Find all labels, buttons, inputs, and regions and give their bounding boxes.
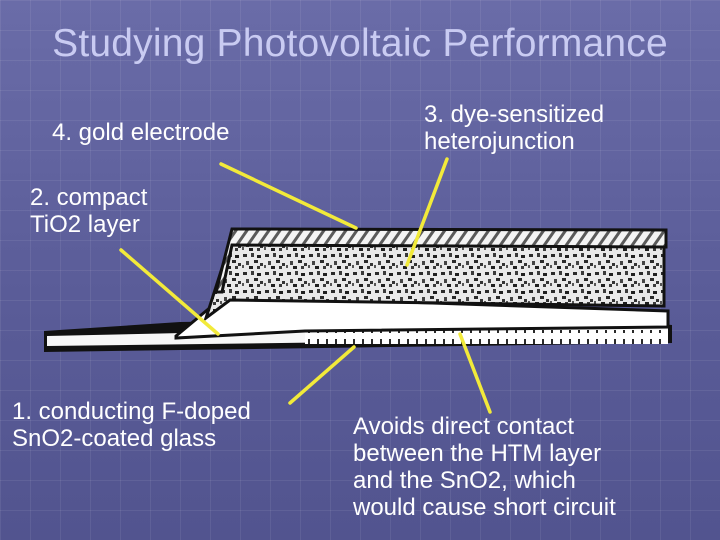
label-gold-electrode: 4. gold electrode: [52, 119, 230, 146]
label-avoids-contact: Avoids direct contact between the HTM la…: [353, 413, 616, 521]
pointer-avoids-contact: [458, 332, 492, 414]
label-dye-heterojunction: 3. dye-sensitized heterojunction: [424, 101, 605, 155]
slide-title: Studying Photovoltaic Performance: [52, 22, 668, 65]
pointer-gold-electrode: [219, 162, 358, 230]
pointer-dye-heterojunction: [405, 157, 449, 267]
pointer-compact-tio2: [119, 248, 220, 336]
label-compact-tio2: 2. compact TiO2 layer: [30, 184, 148, 238]
pointer-conducting-glass: [288, 345, 356, 405]
gold-electrode-layer: [214, 227, 668, 294]
label-conducting-glass: 1. conducting F-doped SnO2-coated glass: [12, 398, 251, 452]
pointer-lines: [119, 157, 492, 414]
